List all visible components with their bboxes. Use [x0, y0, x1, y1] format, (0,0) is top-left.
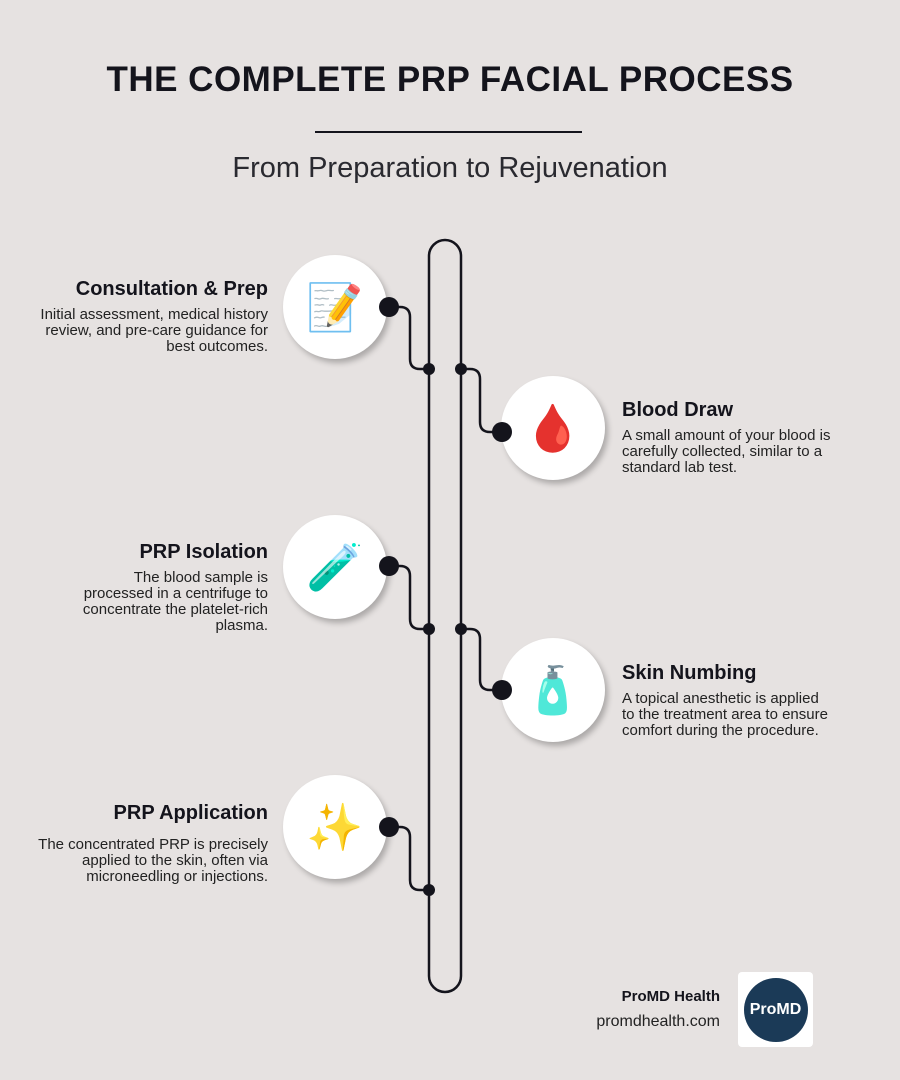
brand-url[interactable]: promdhealth.com — [596, 1013, 720, 1030]
sparkles-icon: ✨ — [283, 775, 387, 879]
step-consultation: Consultation & Prep Initial assessment, … — [38, 278, 268, 355]
step-description: The concentrated PRP is precisely applie… — [38, 836, 268, 885]
brand-logo: ProMD — [738, 972, 813, 1047]
test-tube-icon: 🧪 — [283, 515, 387, 619]
step-dot — [379, 556, 399, 576]
title-divider — [315, 131, 582, 133]
step-title: PRP Application — [113, 802, 268, 824]
step-description: A topical anesthetic is applied to the t… — [622, 690, 828, 739]
junction-dot — [455, 623, 467, 635]
step-title: Blood Draw — [622, 399, 734, 421]
step-dot — [379, 817, 399, 837]
junction-dot — [423, 363, 435, 375]
step-description: A small amount of your blood is carefull… — [622, 427, 831, 476]
logo-badge: ProMD — [743, 977, 808, 1042]
step-description: Initial assessment, medical history revi… — [40, 306, 268, 355]
lotion-bottle-icon: 🧴 — [501, 638, 605, 742]
junction-dot — [423, 884, 435, 896]
step-blood-draw: Blood Draw A small amount of your blood … — [622, 399, 852, 476]
junction-dot — [455, 363, 467, 375]
connector-5 — [388, 825, 429, 892]
junction-dot — [423, 623, 435, 635]
connector-3 — [388, 564, 429, 631]
connector-1 — [388, 305, 429, 371]
step-prp-isolation: PRP Isolation The blood sample is proces… — [68, 541, 268, 634]
step-dot — [492, 422, 512, 442]
step-description: The blood sample is processed in a centr… — [82, 569, 268, 634]
timeline-track — [427, 238, 463, 994]
step-title: PRP Isolation — [139, 541, 268, 563]
page-subtitle: From Preparation to Rejuvenation — [232, 152, 668, 184]
brand-name: ProMD Health — [621, 988, 720, 1005]
connector-2 — [461, 367, 502, 434]
step-skin-numbing: Skin Numbing A topical anesthetic is app… — [622, 662, 832, 739]
blood-drop-icon: 🩸 — [501, 376, 605, 480]
step-dot — [379, 297, 399, 317]
step-prp-application: PRP Application The concentrated PRP is … — [38, 802, 268, 885]
memo-pencil-icon: 📝 — [283, 255, 387, 359]
step-title: Consultation & Prep — [75, 278, 268, 300]
page-title: THE COMPLETE PRP FACIAL PROCESS — [106, 60, 794, 99]
step-title: Skin Numbing — [622, 662, 757, 684]
step-dot — [492, 680, 512, 700]
connector-4 — [461, 627, 502, 692]
